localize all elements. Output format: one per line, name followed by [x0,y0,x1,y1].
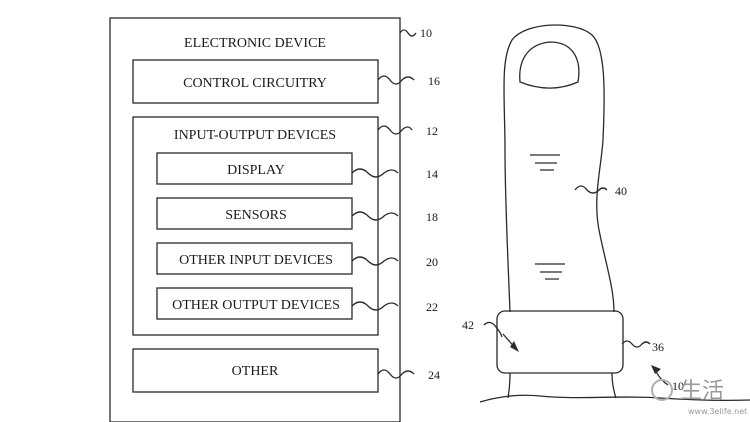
leader-line-16 [377,75,415,85]
other-input-devices-box [156,242,353,275]
sensors-label: SENSORS [225,208,286,223]
leader-line-18 [351,211,399,221]
electronic-device-label: ELECTRONIC DEVICE [184,36,326,51]
ref-numeral-20: 20 [426,255,438,269]
leader-line-24 [377,369,415,379]
input-output-devices-box [132,116,379,336]
ref-numeral-22: 22 [426,300,438,314]
other-output-devices-box [156,287,353,320]
fingernail [519,41,580,89]
control-circuitry-label: CONTROL CIRCUITRY [183,76,327,91]
knuckle-crease-upper [530,154,560,171]
finger-band [496,310,624,374]
ref-numeral-16: 16 [428,74,440,88]
leader-line-14 [351,168,399,178]
ref-numeral-12: 12 [426,124,438,138]
display-label: DISPLAY [227,163,285,178]
ref-numeral-10-finger: 10 [672,379,684,393]
leader-line-12 [377,125,413,135]
control-circuitry-box [132,59,379,104]
ref-numeral-40: 40 [615,184,627,198]
input-output-devices-label: INPUT-OUTPUT DEVICES [174,128,336,143]
leader-line-36 [621,340,651,348]
watermark-url: www.3elife.net [688,407,747,416]
ref-numeral-14: 14 [426,167,438,181]
watermark-logo-icon [651,379,673,401]
other-label: OTHER [232,364,279,379]
ref-numeral-18: 18 [426,210,438,224]
ref-numeral-36: 36 [652,340,664,354]
electronic-device-box [109,17,401,422]
knuckle-crease-lower [535,263,565,280]
arrow-shaft-42 [502,333,517,350]
watermark-brand: 生活 [680,379,724,404]
ref-numeral-24: 24 [428,368,440,382]
arrow-head-10 [651,365,661,374]
sensors-box [156,197,353,230]
leader-line-42 [483,321,503,338]
leader-line-40 [574,185,608,194]
other-input-devices-label: OTHER INPUT DEVICES [179,253,333,268]
leader-line-20 [351,256,399,266]
other-box [132,348,379,393]
finger-base [507,372,617,399]
display-box [156,152,353,185]
ref-numeral-42: 42 [462,318,474,332]
other-output-devices-label: OTHER OUTPUT DEVICES [172,298,340,313]
finger-outline [503,24,615,313]
leader-line-22 [351,301,399,311]
leader-line-10 [399,29,417,37]
hand-outline [479,394,750,403]
ref-numeral-10: 10 [420,26,432,40]
watermark: 生活 www.3elife.net [651,379,747,416]
